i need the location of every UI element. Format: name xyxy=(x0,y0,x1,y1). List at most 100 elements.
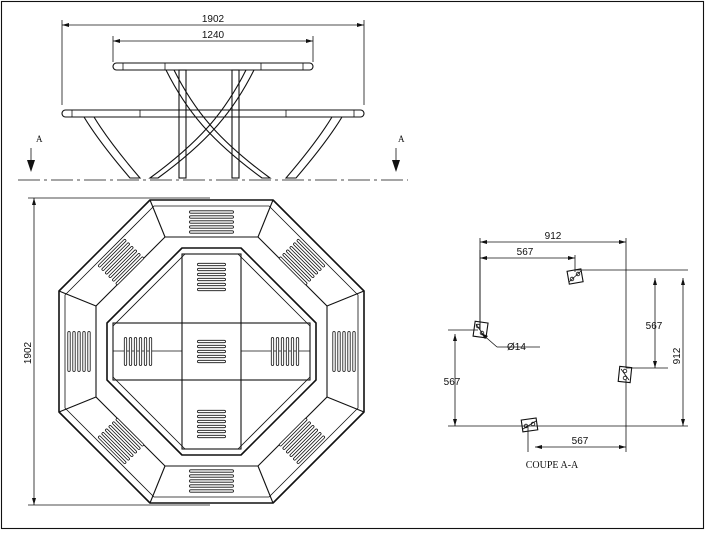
plank-slot xyxy=(285,337,290,366)
plank-slot xyxy=(289,246,318,275)
section-title: COUPE A-A xyxy=(526,460,579,471)
plank-slot xyxy=(189,230,234,234)
base-plate-top xyxy=(566,268,584,285)
plank-slot xyxy=(133,337,138,366)
plank-slot xyxy=(128,337,133,366)
base-plate-left xyxy=(472,320,489,339)
plank-slot xyxy=(342,331,346,372)
plank-slot xyxy=(197,287,226,292)
plank-slot xyxy=(197,409,226,414)
plan-view: 1902 xyxy=(23,197,365,506)
dim-overall-height: 1902 xyxy=(23,341,34,364)
plank-slot xyxy=(293,432,322,461)
center-plank-horizontal xyxy=(112,322,311,381)
plank-slot xyxy=(105,246,134,275)
plank-slot xyxy=(97,435,127,465)
plank-slot xyxy=(189,225,234,229)
plank-slot xyxy=(197,434,226,439)
section-aa-view: 912 567 567 912 567 567 xyxy=(444,231,688,471)
plank-slot xyxy=(278,256,308,286)
plank-slot xyxy=(278,417,308,447)
plank-slot xyxy=(197,267,226,272)
section-arrow-right xyxy=(392,160,400,172)
plank-slot xyxy=(290,337,295,366)
plank-slot xyxy=(77,331,81,372)
plank-slot xyxy=(189,489,234,493)
dim-top-outer: 912 xyxy=(545,231,562,242)
plank-slot xyxy=(197,262,226,267)
plank-slot xyxy=(197,272,226,277)
leg-post-left xyxy=(178,69,187,179)
plank-slot xyxy=(280,337,285,366)
section-mark-left: A xyxy=(36,134,43,144)
plank-slot xyxy=(293,242,322,271)
plank-slot xyxy=(286,249,315,278)
dim-right-outer: 912 xyxy=(672,347,683,364)
elevation-view: 1902 1240 A xyxy=(18,14,408,181)
plank-slot xyxy=(296,435,326,465)
cross-leg-b xyxy=(148,69,255,179)
plank-slot xyxy=(197,344,226,349)
plank-slot xyxy=(295,337,300,366)
plank-slot xyxy=(87,331,91,372)
plank-slot xyxy=(197,277,226,282)
plank-slot xyxy=(112,421,141,450)
dim-overall-width: 1902 xyxy=(202,14,225,25)
plank-slot xyxy=(138,337,143,366)
plank-slot xyxy=(82,331,86,372)
plank-slot xyxy=(143,337,148,366)
plank-slot xyxy=(97,238,127,268)
plank-slot xyxy=(275,337,280,366)
table-top-plan xyxy=(106,247,317,456)
plank-slot xyxy=(347,331,351,372)
plank-slot xyxy=(189,210,234,214)
plank-slot xyxy=(108,425,137,454)
plank-slot xyxy=(189,474,234,478)
dim-bottom: 567 xyxy=(572,436,589,447)
plank-slot xyxy=(197,354,226,359)
plank-slot xyxy=(189,469,234,473)
plank-slot xyxy=(282,421,311,450)
plank-slot xyxy=(189,215,234,219)
plank-slot xyxy=(189,484,234,488)
center-plank-vertical xyxy=(181,253,242,450)
plank-slot xyxy=(270,337,275,366)
plank-slots xyxy=(67,210,356,493)
bench-leg-left xyxy=(83,116,142,179)
plank-slot xyxy=(115,417,145,447)
plank-slot xyxy=(289,428,318,457)
plank-slot xyxy=(282,253,311,282)
base-plate-bottom xyxy=(520,417,539,433)
plank-slot xyxy=(189,479,234,483)
section-mark-right: A xyxy=(398,134,405,144)
plank-slot xyxy=(197,282,226,287)
hole-diameter-label: Ø14 xyxy=(507,342,526,353)
plank-slot xyxy=(105,428,134,457)
plank-slot xyxy=(101,242,130,271)
plank-slot xyxy=(286,425,315,454)
cross-leg-a xyxy=(165,69,272,179)
plank-slot xyxy=(197,429,226,434)
base-plate-right xyxy=(617,365,633,384)
plank-slot xyxy=(108,249,137,278)
plank-slot xyxy=(189,220,234,224)
plank-slot xyxy=(112,253,141,282)
plank-slot xyxy=(197,424,226,429)
bench-ring-outer-lip xyxy=(64,205,359,498)
leg-post-right xyxy=(231,69,240,179)
plank-slot xyxy=(332,331,336,372)
plank-slot xyxy=(197,359,226,364)
plank-slot xyxy=(101,432,130,461)
dim-right-inner: 567 xyxy=(646,321,663,332)
plank-slot xyxy=(197,414,226,419)
plank-slot xyxy=(67,331,71,372)
plank-slot xyxy=(115,256,145,286)
dim-left: 567 xyxy=(444,377,461,388)
dim-table-width: 1240 xyxy=(202,30,225,41)
plank-slot xyxy=(148,337,153,366)
plank-slot xyxy=(352,331,356,372)
table-top xyxy=(112,62,314,71)
